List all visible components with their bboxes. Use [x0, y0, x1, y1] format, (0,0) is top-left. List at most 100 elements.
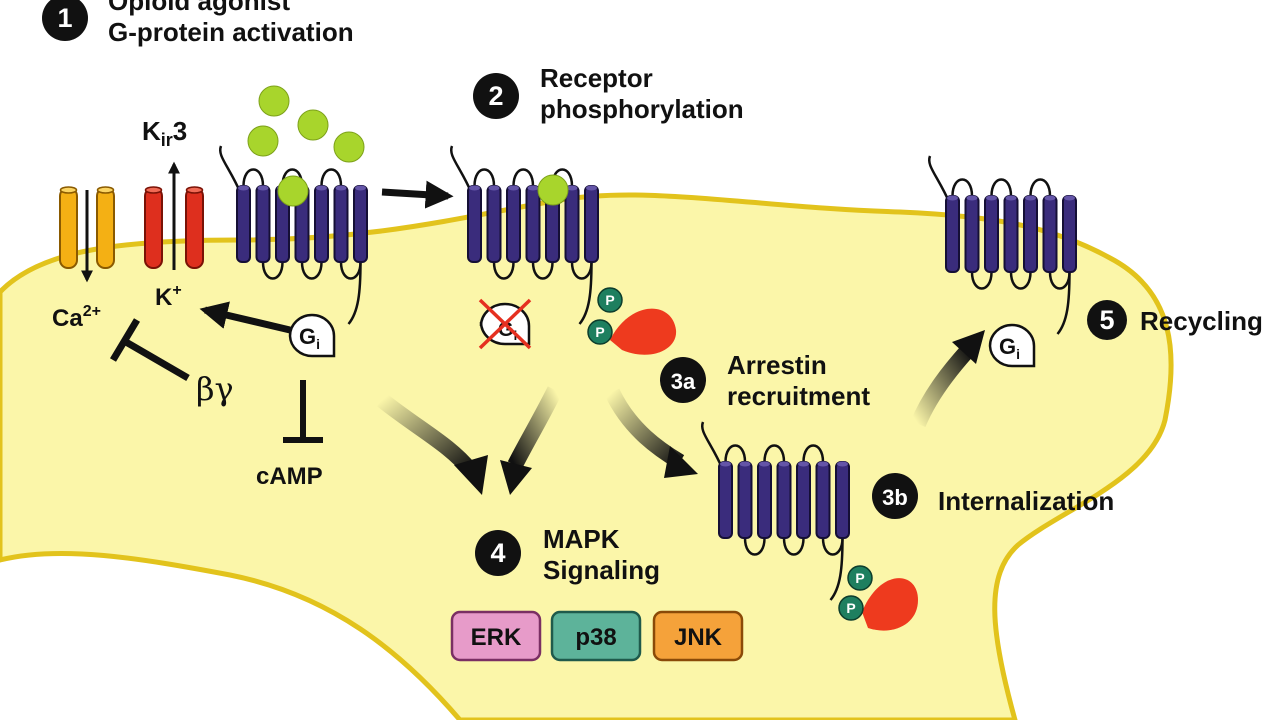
transmembrane-helix: [1023, 195, 1038, 273]
badge-number: 3a: [671, 369, 696, 394]
step1-line2: G-protein activation: [108, 17, 354, 47]
receptor-loop: [990, 178, 1013, 197]
badge-number: 2: [488, 81, 503, 111]
camp-label: cAMP: [256, 463, 323, 490]
helix-top: [355, 185, 366, 191]
helix-top: [1044, 195, 1056, 201]
opioid-agonists: [247, 85, 365, 163]
agonist-molecule: [297, 109, 329, 141]
receptor-c-terminus: [578, 261, 593, 325]
helix-top: [1025, 195, 1036, 201]
gi-protein: Gi: [288, 313, 336, 358]
bound-agonist: [537, 174, 569, 206]
beta-gamma-label: βγ: [196, 370, 234, 408]
step1-line1: Opioid agonist: [108, 0, 290, 16]
helix-top: [488, 185, 500, 191]
receptor-loop: [1029, 178, 1052, 197]
kinase-box: [450, 610, 542, 662]
badge-circle: [475, 530, 521, 576]
receptor-loop: [1009, 271, 1032, 290]
badge-number: 5: [1099, 305, 1114, 335]
step-badge-5: 5: [1087, 300, 1127, 340]
agonist-molecule: [247, 125, 279, 157]
kir3-channel: [144, 161, 204, 270]
transmembrane-helix: [964, 195, 980, 273]
transmembrane-helix: [467, 185, 482, 263]
receptor-loop: [782, 537, 805, 556]
arrestin-step3b: [862, 578, 918, 631]
transmembrane-helix: [506, 185, 521, 263]
receptor-loop: [951, 178, 974, 197]
receptor-c-terminus: [347, 261, 362, 325]
gi-shape: [988, 323, 1036, 368]
gi-label: Gi: [999, 334, 1020, 362]
gi-label: Gi: [299, 324, 320, 352]
receptor-active: [218, 145, 368, 325]
badge-circle: [473, 73, 519, 119]
badge-number: 4: [490, 538, 505, 568]
receptor-loop: [300, 261, 323, 280]
phosphate-label: P: [605, 292, 614, 308]
transmembrane-helix: [353, 185, 368, 263]
step-badge-4: 4: [475, 530, 521, 576]
step3b-title: Internalization: [938, 486, 1114, 517]
calcium-label: Ca2+: [52, 303, 101, 332]
step5-title: Recycling: [1140, 306, 1263, 337]
transmembrane-helix: [486, 185, 502, 263]
receptor-loop: [763, 444, 786, 463]
phosphate-circle: [597, 287, 623, 313]
receptor-c-terminus: [829, 537, 844, 601]
receptor-loop: [531, 261, 554, 280]
helix-top: [966, 195, 978, 201]
helix-top: [508, 185, 519, 191]
receptor-phosphorylated: [449, 145, 599, 325]
receptor-loop: [724, 444, 747, 463]
agonist-molecule: [333, 131, 365, 163]
receptor-loop: [492, 261, 515, 280]
helix-top: [527, 185, 539, 191]
receptor-loop: [512, 168, 535, 187]
phosphate-label: P: [855, 570, 864, 586]
helix-top: [986, 195, 997, 201]
transmembrane-helix: [314, 185, 329, 263]
badge-number: 1: [57, 3, 72, 33]
receptor-loop: [743, 537, 766, 556]
helix-top: [837, 461, 848, 467]
helix-top: [759, 461, 770, 467]
receptor-loop: [802, 444, 825, 463]
kinase-box: [550, 610, 642, 662]
helix-top: [335, 185, 347, 191]
helix-top: [947, 195, 958, 201]
kinase-erk: ERK: [450, 610, 542, 662]
step3b-line1: Internalization: [938, 486, 1115, 516]
transmembrane-helix: [333, 185, 349, 263]
arrow-to-recycling: [910, 344, 974, 428]
helix-top: [257, 185, 269, 191]
calcium-channel: [59, 186, 115, 283]
receptor-loop: [320, 168, 343, 187]
transmembrane-helix: [984, 195, 999, 273]
transmembrane-helix: [737, 461, 753, 539]
step-badge-2: 2: [473, 73, 519, 119]
transmembrane-helix: [255, 185, 271, 263]
receptor-loop: [242, 168, 265, 187]
phosphate-circle: [847, 565, 873, 591]
bound-agonist: [277, 175, 309, 207]
helix-top: [586, 185, 597, 191]
camp-inhibition: [283, 380, 323, 443]
potassium-label: K+: [155, 282, 182, 311]
transmembrane-helix: [945, 195, 960, 273]
transmembrane-helix: [718, 461, 733, 539]
kinase-p38: p38: [550, 610, 642, 662]
helix-top: [566, 185, 578, 191]
kinase-label: JNK: [674, 624, 723, 651]
step4-title: MAPK Signaling: [543, 524, 660, 586]
badge-circle: [1087, 300, 1127, 340]
transmembrane-helix: [584, 185, 599, 263]
step1-title: Opioid agonist G-protein activation: [108, 0, 354, 48]
gi-uncoupled: Gi: [478, 298, 532, 350]
receptor-internalized: [700, 421, 850, 601]
